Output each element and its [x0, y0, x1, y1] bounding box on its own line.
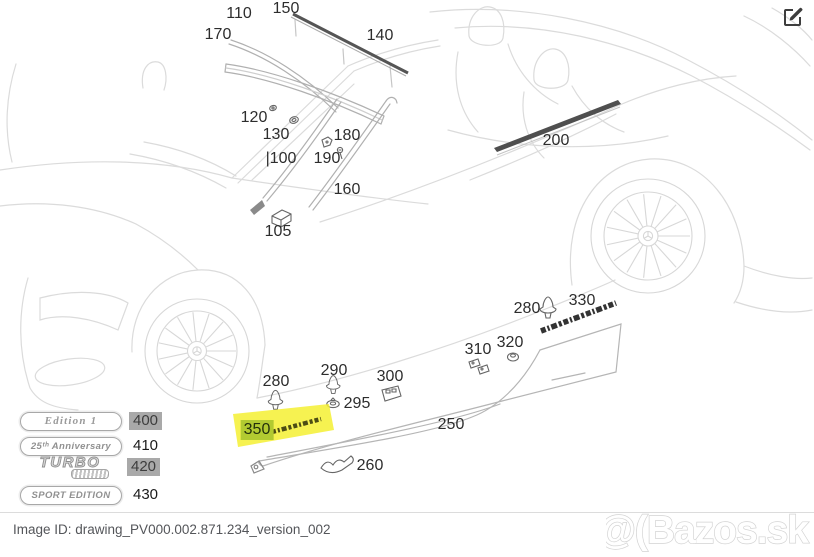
- badge-row-sport-edition: SPORT EDITION 430: [20, 483, 162, 507]
- part-label-300: 300: [376, 368, 404, 385]
- badge-label: 25ᵗʰ Anniversary: [30, 440, 112, 452]
- grommet-icon: [506, 352, 520, 362]
- screw-icon: [336, 146, 344, 160]
- bazos-watermark: @(Bazos.sk: [606, 508, 811, 552]
- edit-icon: [784, 7, 803, 26]
- rear-wheel: [590, 178, 706, 294]
- part-label-295: 295: [343, 395, 371, 412]
- sport-edition-badge: SPORT EDITION: [20, 485, 122, 505]
- part-label-110: 110: [226, 5, 252, 22]
- badge-row-edition1: Edition 1 400: [20, 409, 163, 433]
- bracket-260-icon: [320, 455, 354, 474]
- badge-number: 410: [133, 436, 159, 454]
- badge-row-anniversary: 25ᵗʰ Anniversary 410: [20, 434, 162, 458]
- part-label-190: 190: [313, 150, 341, 167]
- turbo-sub-badge: [71, 469, 109, 479]
- grommet-icon: [289, 116, 299, 124]
- badge-number: 430: [133, 485, 159, 503]
- fastener-icons: [267, 104, 557, 474]
- front-wheel: [144, 298, 250, 404]
- image-id-text: Image ID: drawing_PV000.002.871.234_vers…: [13, 522, 331, 537]
- part-label-200: 200: [542, 132, 570, 149]
- part-label-350: 350: [240, 420, 274, 440]
- clip-icon: [271, 209, 292, 228]
- part-label-170: 170: [204, 26, 232, 43]
- part-label-140: 140: [366, 27, 394, 44]
- badge-number: 420: [127, 457, 161, 477]
- bracket-clip-icon: [468, 358, 490, 375]
- car-body-outline: [0, 6, 813, 411]
- part-label-330: 330: [568, 292, 596, 309]
- roof-molding-strips: [224, 19, 398, 211]
- edition1-badge: Edition 1: [20, 411, 122, 431]
- edit-button[interactable]: [780, 5, 806, 31]
- part-label-280: 280: [262, 373, 290, 390]
- anniversary-badge: 25ᵗʰ Anniversary: [20, 436, 122, 456]
- part-label-250: 250: [437, 416, 465, 433]
- badge-row-turbo: TURBO 420: [20, 455, 161, 479]
- part-label-290: 290: [320, 362, 348, 379]
- part-label-150: 150: [272, 0, 300, 17]
- part-label-160: 160: [333, 181, 361, 198]
- part-label-130: 130: [262, 126, 290, 143]
- part-label-280: 280: [513, 300, 541, 317]
- sill-molding-250: [250, 323, 622, 474]
- belt-molding-200: [494, 100, 621, 156]
- badge-label: Edition 1: [44, 415, 98, 427]
- mercedes-star-icon: [642, 230, 654, 242]
- part-label-310: 310: [464, 341, 492, 358]
- badge-number: 400: [129, 411, 163, 431]
- turbo-badge: TURBO: [20, 455, 120, 479]
- roof-molding-140: [290, 12, 409, 77]
- part-label-105: 105: [264, 223, 292, 240]
- emblem-330: [540, 300, 617, 334]
- part-label-180: 180: [333, 127, 361, 144]
- watermark-text: @(Bazos.sk: [606, 509, 809, 552]
- oval-grommet-icon: [326, 397, 340, 409]
- part-label-120: 120: [240, 109, 268, 126]
- molding-100-end-cap: [250, 200, 265, 215]
- footer-bar: Image ID: drawing_PV000.002.871.234_vers…: [0, 512, 814, 557]
- badge-label: TURBO: [39, 454, 101, 471]
- mercedes-star-icon: [192, 346, 202, 356]
- grommet-icon: [269, 104, 277, 112]
- clip-icon: [321, 136, 333, 148]
- badge-label: SPORT EDITION: [31, 489, 111, 501]
- part-label-320: 320: [496, 334, 524, 351]
- part-label-100: |100: [265, 150, 297, 167]
- emblem-350: [271, 416, 322, 435]
- car-line-art: [0, 6, 813, 474]
- bracket-plate-icon: [381, 385, 402, 402]
- part-label-260: 260: [356, 457, 384, 474]
